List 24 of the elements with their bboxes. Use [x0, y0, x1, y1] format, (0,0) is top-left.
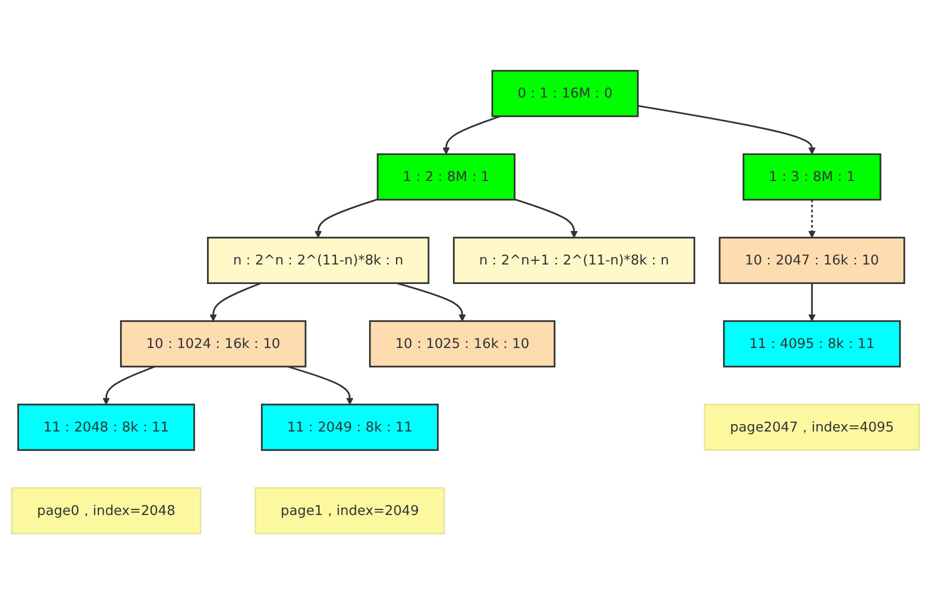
node-box	[742, 154, 882, 201]
arrow	[808, 200, 816, 238]
arrow	[210, 282, 262, 322]
arrow	[638, 105, 816, 155]
node-box	[491, 70, 639, 118]
arrow	[314, 198, 378, 238]
node-box	[704, 404, 920, 452]
node-box	[17, 404, 196, 452]
node-box	[452, 237, 696, 284]
node-box	[120, 320, 306, 368]
node-box	[10, 488, 202, 535]
node-box	[207, 237, 430, 284]
node-box	[376, 154, 516, 201]
arrow	[102, 366, 156, 406]
arrow	[287, 366, 354, 406]
arrow	[442, 116, 500, 155]
node-box	[369, 320, 556, 368]
arrow	[514, 198, 578, 238]
node-box	[723, 320, 901, 368]
node-box	[260, 404, 439, 452]
tree-diagram: 0：1：16M：0 1：2：8M：1 1：3：8M：1 n：2^n：2^(11-n)*8k：n n：2^n+1：2^(11-n)*8k：n 10：1024：16k：10 10：1025：16k：10 10：2047：16k：10 11：2048：8k：11 11：2049：8k：11 11：4095：8k：11 page0，index=2048 page1，index=2049 page2047，index=4095	[5, 64, 926, 541]
node-box	[254, 488, 446, 535]
node-box	[718, 237, 906, 284]
arrow	[808, 284, 816, 322]
